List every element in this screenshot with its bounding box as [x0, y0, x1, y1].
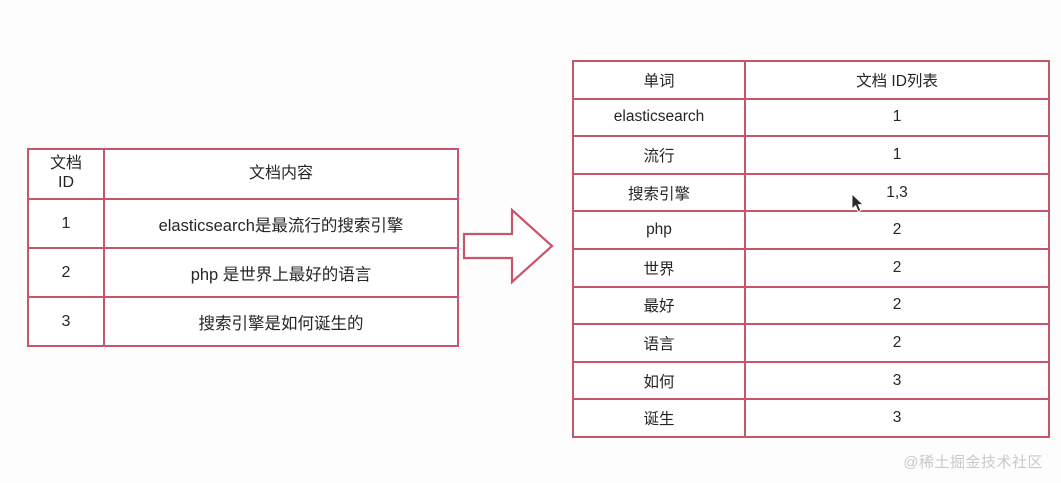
document-id-cell: 3	[27, 296, 105, 347]
index-doc-ids-cell: 3	[744, 360, 1050, 401]
index-term-cell: 语言	[572, 323, 746, 363]
document-content-cell: 搜索引擎是如何诞生的	[103, 296, 459, 347]
document-content-cell: elasticsearch是最流行的搜索引擎	[103, 198, 459, 249]
index-doc-ids-cell: 2	[744, 285, 1050, 326]
document-content-cell: php 是世界上最好的语言	[103, 247, 459, 298]
index-doc-ids-cell: 2	[744, 247, 1050, 288]
documents-header-id: 文档 ID	[27, 148, 105, 200]
index-term-cell: 诞生	[572, 398, 746, 438]
index-term-cell: elasticsearch	[572, 97, 746, 138]
documents-table-body: 文档 ID 文档内容 1 elasticsearch是最流行的搜索引擎 2 ph…	[27, 148, 459, 347]
inverted-index-table-body: 单词 文档 ID列表 elasticsearch 1 流行 1 搜索引擎 1,3…	[572, 60, 1050, 438]
table-row: 语言 2	[572, 323, 1050, 363]
table-row: elasticsearch 1	[572, 97, 1050, 138]
table-row: 1 elasticsearch是最流行的搜索引擎	[27, 198, 459, 249]
index-header-doc-ids: 文档 ID列表	[744, 60, 1050, 100]
index-doc-ids-cell: 1	[744, 97, 1050, 138]
index-term-cell: 流行	[572, 135, 746, 175]
index-table-header-row: 单词 文档 ID列表	[572, 60, 1050, 100]
documents-header-id-line2: ID	[58, 174, 74, 191]
documents-table-header-row: 文档 ID 文档内容	[27, 148, 459, 200]
documents-header-content: 文档内容	[103, 148, 459, 200]
table-row: 诞生 3	[572, 398, 1050, 438]
table-row: 流行 1	[572, 135, 1050, 175]
arrow-shape	[462, 207, 554, 285]
index-doc-ids-cell: 1	[744, 135, 1050, 175]
table-row: 世界 2	[572, 247, 1050, 288]
watermark: @稀土掘金技术社区	[903, 454, 1043, 471]
table-row: 搜索引擎 1,3	[572, 172, 1050, 213]
table-row: 3 搜索引擎是如何诞生的	[27, 296, 459, 347]
index-term-cell: 最好	[572, 285, 746, 326]
index-term-cell: php	[572, 210, 746, 250]
document-id-cell: 2	[27, 247, 105, 298]
index-term-cell: 世界	[572, 247, 746, 288]
table-row: 最好 2	[572, 285, 1050, 326]
index-doc-ids-cell: 2	[744, 210, 1050, 250]
table-row: 2 php 是世界上最好的语言	[27, 247, 459, 298]
index-term-cell: 如何	[572, 360, 746, 401]
table-row: 如何 3	[572, 360, 1050, 401]
right-arrow-icon	[462, 207, 554, 285]
index-doc-ids-cell: 1,3	[744, 172, 1050, 213]
index-doc-ids-cell: 2	[744, 323, 1050, 363]
index-header-term: 单词	[572, 60, 746, 100]
documents-header-id-line1: 文档	[49, 155, 82, 173]
documents-table: 文档 ID 文档内容 1 elasticsearch是最流行的搜索引擎 2 ph…	[27, 148, 459, 347]
index-doc-ids-cell: 3	[744, 398, 1050, 438]
document-id-cell: 1	[27, 198, 105, 249]
inverted-index-table: 单词 文档 ID列表 elasticsearch 1 流行 1 搜索引擎 1,3…	[572, 60, 1050, 438]
index-term-cell: 搜索引擎	[572, 172, 746, 213]
table-row: php 2	[572, 210, 1050, 250]
